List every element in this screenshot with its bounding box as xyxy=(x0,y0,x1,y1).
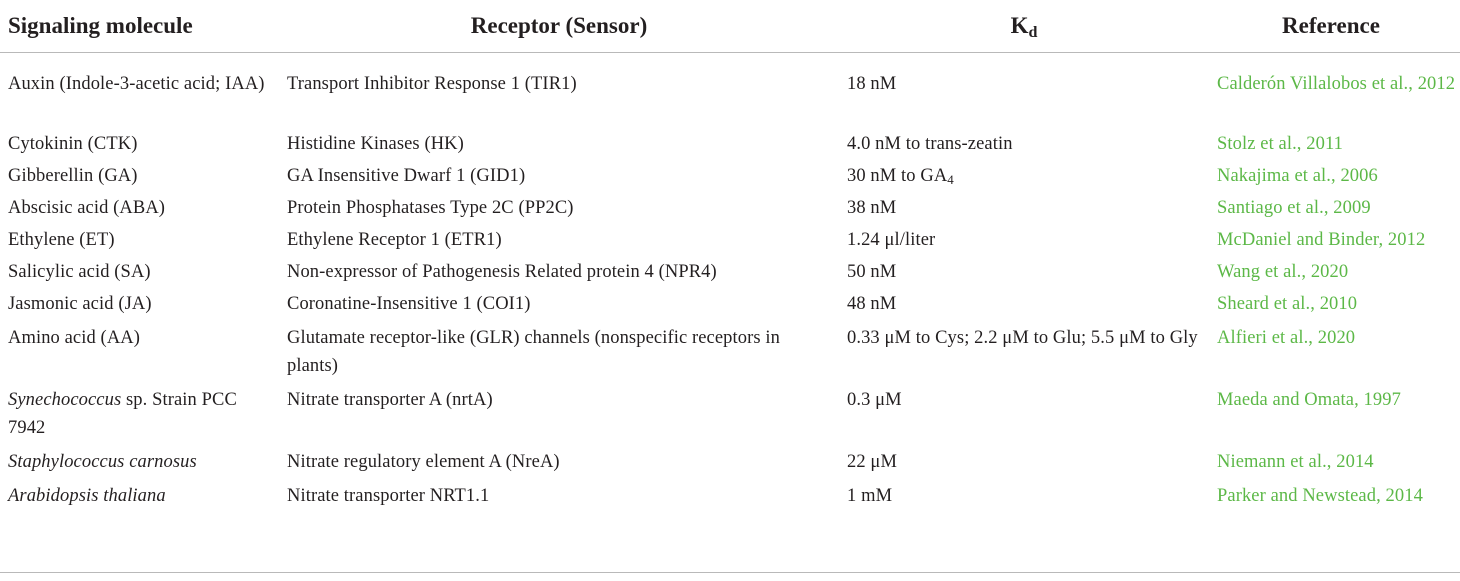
cell-kd: 0.33 μM to Cys; 2.2 μM to Glu; 5.5 μM to… xyxy=(847,328,1198,348)
cell-reference: Santiago et al., 2009 xyxy=(1210,190,1460,222)
reference-link[interactable]: Parker and Newstead, 2014 xyxy=(1217,486,1423,506)
cell-molecule: Synechococcus sp. Strain PCC 7942 xyxy=(0,380,280,442)
header-kd: Kd xyxy=(838,0,1210,53)
cell-molecule: Salicylic acid (SA) xyxy=(8,262,151,282)
cell-molecule: Gibberellin (GA) xyxy=(8,166,138,186)
header-receptor: Receptor (Sensor) xyxy=(280,0,838,53)
cell-reference: Calderón Villalobos et al., 2012 xyxy=(1210,53,1460,127)
cell-receptor: Glutamate receptor-like (GLR) channels (… xyxy=(287,328,780,376)
cell-receptor: Nitrate transporter A (nrtA) xyxy=(287,390,493,410)
table-row: Ethylene (ET) Ethylene Receptor 1 (ETR1)… xyxy=(0,222,1460,254)
cell-kd: 1 mM xyxy=(847,486,893,506)
cell-molecule: Jasmonic acid (JA) xyxy=(8,294,152,314)
cell-reference: Parker and Newstead, 2014 xyxy=(1210,476,1460,510)
reference-link[interactable]: Wang et al., 2020 xyxy=(1217,262,1349,282)
cell-receptor: Nitrate transporter NRT1.1 xyxy=(287,486,490,506)
table-row: Salicylic acid (SA) Non-expressor of Pat… xyxy=(0,254,1460,286)
header-reference: Reference xyxy=(1210,0,1460,53)
cell-kd: 22 μM xyxy=(847,452,897,472)
table-bottom-rule xyxy=(0,572,1460,573)
reference-link[interactable]: Santiago et al., 2009 xyxy=(1217,198,1371,218)
table-row: Cytokinin (CTK) Histidine Kinases (HK) 4… xyxy=(0,126,1460,158)
header-signaling-molecule: Signaling molecule xyxy=(0,0,280,53)
reference-link[interactable]: Maeda and Omata, 1997 xyxy=(1217,390,1401,410)
strain-text: sp. Strain PCC 7942 xyxy=(8,390,237,438)
cell-receptor: Histidine Kinases (HK) xyxy=(287,134,464,154)
cell-receptor: Transport Inhibitor Response 1 (TIR1) xyxy=(287,74,577,94)
cell-kd: 1.24 μl/liter xyxy=(847,230,936,250)
cell-receptor: Protein Phosphatases Type 2C (PP2C) xyxy=(287,198,574,218)
table-row: Abscisic acid (ABA) Protein Phosphatases… xyxy=(0,190,1460,222)
cell-reference: Wang et al., 2020 xyxy=(1210,254,1460,286)
table-row: Gibberellin (GA) GA Insensitive Dwarf 1 … xyxy=(0,158,1460,190)
reference-link[interactable]: McDaniel and Binder, 2012 xyxy=(1217,230,1426,250)
cell-receptor: Non-expressor of Pathogenesis Related pr… xyxy=(287,262,717,282)
cell-molecule: Amino acid (AA) xyxy=(8,328,140,348)
header-kd-subscript: d xyxy=(1028,24,1038,42)
reference-link[interactable]: Niemann et al., 2014 xyxy=(1217,452,1374,472)
table-row: Auxin (Indole-3-acetic acid; IAA) Transp… xyxy=(0,53,1460,127)
table-row: Amino acid (AA) Glutamate receptor-like … xyxy=(0,318,1460,380)
cell-molecule: Arabidopsis thaliana xyxy=(0,476,280,510)
receptor-kd-table: Signaling molecule Receptor (Sensor) Kd … xyxy=(0,0,1460,511)
cell-molecule: Cytokinin (CTK) xyxy=(8,134,138,154)
cell-kd: 0.3 μM xyxy=(847,390,902,410)
table-row: Synechococcus sp. Strain PCC 7942 Nitrat… xyxy=(0,380,1460,442)
cell-kd: 48 nM xyxy=(847,294,897,314)
kd-subscript: 4 xyxy=(947,172,954,188)
header-kd-main: K xyxy=(1010,13,1029,38)
cell-kd: 30 nM to GA4 xyxy=(838,158,1210,190)
table-row: Arabidopsis thaliana Nitrate transporter… xyxy=(0,476,1460,510)
kd-value: 30 nM to GA xyxy=(847,166,948,186)
cell-reference: McDaniel and Binder, 2012 xyxy=(1210,222,1460,254)
cell-receptor: GA Insensitive Dwarf 1 (GID1) xyxy=(287,166,526,186)
species-name: Arabidopsis thaliana xyxy=(8,486,166,506)
cell-receptor: Ethylene Receptor 1 (ETR1) xyxy=(287,230,502,250)
cell-reference: Alfieri et al., 2020 xyxy=(1210,318,1460,380)
cell-kd: 4.0 nM to trans-zeatin xyxy=(847,134,1013,154)
cell-molecule: Auxin (Indole-3-acetic acid; IAA) xyxy=(8,74,265,94)
table-row: Staphylococcus carnosus Nitrate regulato… xyxy=(0,442,1460,476)
cell-molecule: Ethylene (ET) xyxy=(8,230,115,250)
species-name: Synechococcus xyxy=(8,390,122,410)
cell-molecule: Abscisic acid (ABA) xyxy=(8,198,166,218)
cell-reference: Niemann et al., 2014 xyxy=(1210,442,1460,476)
cell-kd: 18 nM xyxy=(847,74,897,94)
reference-link[interactable]: Sheard et al., 2010 xyxy=(1217,294,1358,314)
reference-link[interactable]: Alfieri et al., 2020 xyxy=(1217,328,1356,348)
cell-reference: Sheard et al., 2010 xyxy=(1210,286,1460,318)
cell-kd: 38 nM xyxy=(847,198,897,218)
reference-link[interactable]: Nakajima et al., 2006 xyxy=(1217,166,1378,186)
cell-receptor: Coronatine-Insensitive 1 (COI1) xyxy=(287,294,531,314)
cell-reference: Nakajima et al., 2006 xyxy=(1210,158,1460,190)
table-header: Signaling molecule Receptor (Sensor) Kd … xyxy=(0,0,1460,53)
species-name: Staphylococcus carnosus xyxy=(8,452,197,472)
table-body: Auxin (Indole-3-acetic acid; IAA) Transp… xyxy=(0,53,1460,511)
cell-receptor: Nitrate regulatory element A (NreA) xyxy=(287,452,560,472)
reference-link[interactable]: Calderón Villalobos et al., 2012 xyxy=(1217,74,1456,94)
cell-kd: 50 nM xyxy=(847,262,897,282)
cell-molecule: Staphylococcus carnosus xyxy=(0,442,280,476)
cell-reference: Stolz et al., 2011 xyxy=(1210,126,1460,158)
cell-reference: Maeda and Omata, 1997 xyxy=(1210,380,1460,442)
table-row: Jasmonic acid (JA) Coronatine-Insensitiv… xyxy=(0,286,1460,318)
header-row: Signaling molecule Receptor (Sensor) Kd … xyxy=(0,0,1460,53)
reference-link[interactable]: Stolz et al., 2011 xyxy=(1217,134,1343,154)
